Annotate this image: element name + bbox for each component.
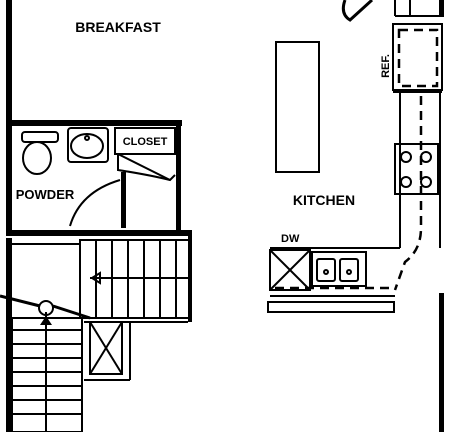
walls: [6, 0, 444, 432]
room-label-closet: CLOSET: [123, 136, 168, 148]
wall-powder-bottom: [6, 230, 192, 236]
wall-breakfast-bottom: [6, 120, 182, 126]
kitchen-counter: [270, 90, 441, 297]
kitchen-sink: [311, 251, 367, 287]
toilet: [21, 131, 59, 175]
dishwasher: [269, 249, 311, 291]
wall-left-lower: [6, 238, 12, 432]
stairs-upper: [79, 239, 191, 319]
door-swing-top: [341, 0, 444, 22]
landing-storage: [89, 321, 123, 375]
powder-door: [69, 172, 126, 228]
room-label-kitchen: KITCHEN: [293, 192, 355, 208]
wall-left-upper: [6, 0, 12, 124]
dw-label: DW: [281, 233, 300, 245]
room-label-powder: POWDER: [16, 187, 75, 202]
kitchen-island: [275, 41, 320, 173]
cooktop: [394, 143, 439, 195]
wall-closet-right: [176, 124, 181, 234]
wall-right-lower: [439, 293, 444, 432]
room-label-breakfast: BREAKFAST: [75, 19, 161, 35]
powder-sink: [67, 127, 109, 163]
counter-front: [267, 286, 395, 313]
ref-label: REF.: [380, 54, 392, 78]
wall-powder-left: [6, 124, 12, 234]
stairs-lower: [0, 294, 91, 432]
closet: [114, 127, 176, 182]
refrigerator: [392, 23, 443, 93]
wall-right-upper: [439, 0, 444, 16]
